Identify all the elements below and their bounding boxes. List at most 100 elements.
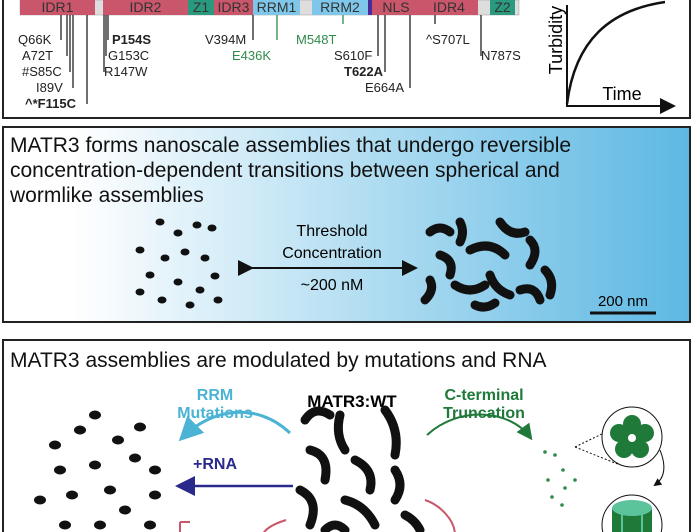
spherical-assemblies-mutant [34, 410, 161, 530]
worm [485, 270, 515, 300]
inhibit-arrow-left [179, 519, 287, 532]
domain-label: NLS [382, 0, 409, 15]
sphere [207, 224, 217, 232]
panel2-title-line3: wormlike assemblies [9, 184, 204, 207]
rna-label: +RNA [193, 456, 237, 473]
worm [435, 250, 456, 280]
particle [573, 478, 577, 482]
ring-structure-icon [610, 415, 654, 458]
worm [420, 275, 437, 305]
worm [540, 265, 557, 300]
worm [515, 284, 545, 305]
spherical-assemblies [135, 218, 223, 309]
cylinder-stack-icon [612, 500, 652, 532]
threshold-label: Threshold [296, 223, 367, 240]
sphere [134, 422, 146, 432]
sphere [34, 495, 46, 505]
domain-idr1 [20, 0, 95, 15]
mutation-label: T622A [344, 64, 384, 79]
mutation-label: ^*F115C [25, 96, 77, 111]
mutation-label: R147W [104, 64, 148, 79]
concentration-label: Concentration [282, 245, 382, 262]
mutation-label: Q66K [18, 32, 52, 47]
sphere [74, 425, 86, 435]
sphere [210, 272, 220, 280]
sphere [89, 460, 101, 470]
turbidity-graph: Turbidity Time [546, 0, 676, 114]
domain-label: RRM1 [257, 0, 297, 15]
ct-arrow [426, 413, 533, 441]
inhibit-arrow-right [424, 499, 456, 532]
worm [295, 485, 318, 530]
sphere [195, 286, 205, 294]
mutation-label: A72T [22, 48, 53, 63]
sphere [160, 254, 170, 262]
domain-label: Z1 [193, 0, 210, 15]
particle [550, 495, 554, 499]
rrm-label-1: RRM [197, 387, 233, 404]
mutation-label: ^S707L [426, 32, 470, 47]
sphere [104, 485, 116, 495]
particle [563, 486, 567, 490]
mutation-label: V394M [205, 32, 246, 47]
domain-label: IDR2 [130, 0, 162, 15]
domain-idr2 [103, 0, 188, 15]
rrm-arrow [178, 410, 292, 442]
sphere [89, 410, 101, 420]
sphere [200, 254, 210, 262]
domain-z1 [188, 0, 214, 15]
domain-rrm1 [253, 0, 300, 15]
worm [320, 520, 350, 532]
worm [400, 510, 425, 532]
panel3-title: MATR3 assemblies are modulated by mutati… [10, 349, 547, 372]
sphere [119, 505, 131, 515]
truncation-particles [543, 450, 577, 507]
domain-z2 [490, 0, 515, 15]
domain-nls [372, 0, 420, 15]
domain-label: RRM2 [320, 0, 360, 15]
domain-idr3 [214, 0, 253, 15]
panel-modulation: MATR3 assemblies are modulated by mutati… [2, 339, 691, 532]
wormlike-assemblies [420, 217, 557, 312]
panel2-title-line1: MATR3 forms nanoscale assemblies that un… [10, 134, 571, 157]
worm [450, 280, 490, 295]
mutation-label: E664A [365, 80, 404, 95]
nls-marker [368, 0, 372, 15]
worm [470, 298, 500, 312]
particle [543, 450, 547, 454]
worm [305, 445, 331, 485]
graph-ylabel: Turbidity [546, 6, 566, 74]
mutation-label: M548T [296, 32, 337, 47]
sphere [173, 278, 183, 286]
worm [455, 217, 467, 247]
sphere [185, 301, 195, 309]
particle [546, 478, 550, 482]
worm [333, 410, 350, 455]
sphere [129, 453, 141, 463]
sphere [180, 248, 190, 256]
sphere [149, 490, 161, 500]
worm [350, 455, 376, 495]
wt-label: MATR3:WT [307, 392, 397, 411]
sphere [135, 288, 145, 296]
panel-nanoscale-assemblies: MATR3 forms nanoscale assemblies that un… [2, 126, 691, 323]
mutation-label: P154S [112, 32, 151, 47]
worm [380, 405, 401, 460]
wormlike-assemblies-wt [295, 405, 425, 532]
mutation-label: S610F [334, 48, 372, 63]
worm [300, 406, 335, 425]
domain-label: IDR4 [433, 0, 465, 15]
worm [465, 241, 510, 260]
worm [425, 223, 455, 237]
particle [560, 503, 564, 507]
sphere [49, 440, 61, 450]
graph-xlabel: Time [602, 84, 641, 104]
sphere [144, 520, 156, 530]
turbidity-curve [565, 0, 666, 105]
mutation-label: G153C [108, 48, 149, 63]
domain-label: IDR1 [42, 0, 74, 15]
panel2-title-line2: concentration-dependent transitions betw… [10, 159, 560, 182]
scale-bar-label: 200 nm [598, 293, 648, 310]
domain-idr4 [420, 0, 478, 15]
particle [561, 468, 565, 472]
